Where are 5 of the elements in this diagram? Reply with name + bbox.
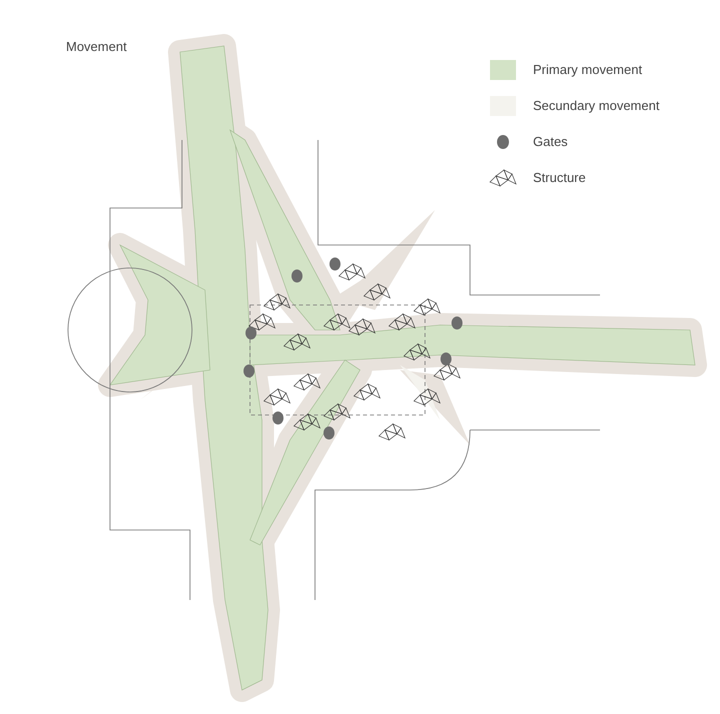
legend-label: Secundary movement (533, 98, 660, 113)
legend-label: Gates (533, 134, 568, 149)
diagram-title: Movement (66, 39, 127, 54)
legend-label: Structure (533, 170, 586, 185)
legend-label: Primary movement (533, 62, 642, 77)
